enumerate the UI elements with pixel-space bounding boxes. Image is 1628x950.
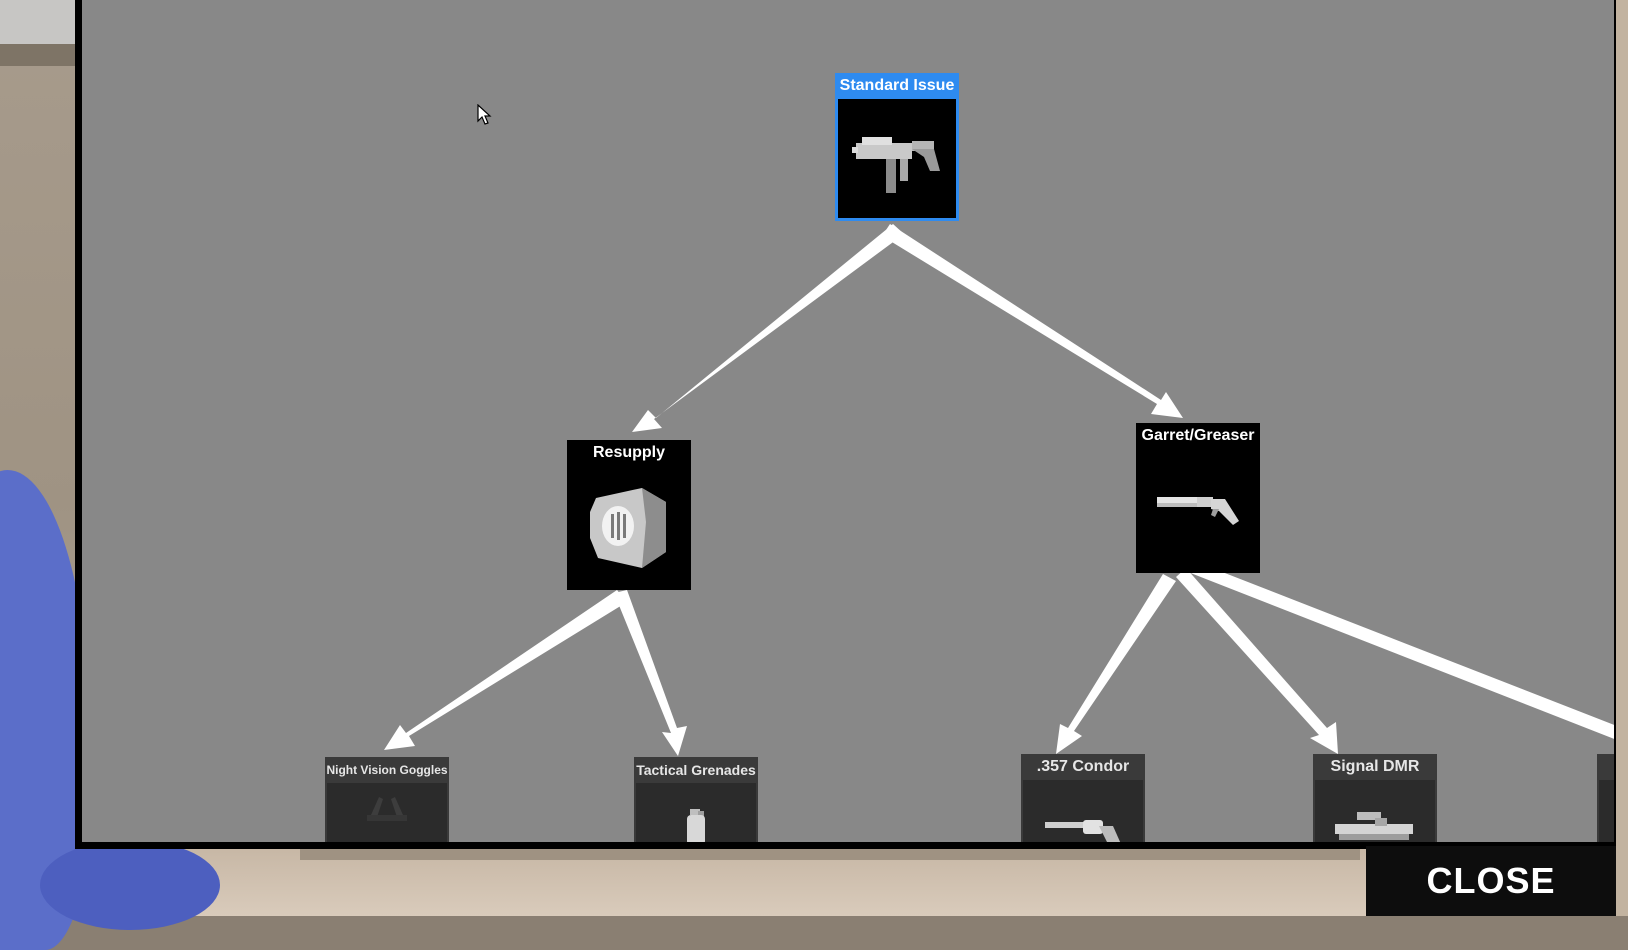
tree-node-thumbnail: [1023, 780, 1143, 842]
tree-node-signal-dmr[interactable]: Signal DMR: [1313, 754, 1437, 842]
background-shadow: [300, 848, 1360, 860]
tree-node-label: Garret/Greaser: [1141, 427, 1255, 444]
tree-node-offscreen[interactable]: [1597, 754, 1614, 842]
edge-garret-greaser-to-offscreen: [1188, 561, 1614, 739]
tree-node-resupply[interactable]: Resupply: [567, 440, 691, 590]
edge-resupply-to-tactical-grenades: [614, 590, 687, 756]
background-wall-edge: [1616, 0, 1628, 916]
background-window: [0, 0, 80, 44]
tree-node-label: Standard Issue: [839, 77, 955, 94]
tree-node-tactical-grenades[interactable]: Tactical Grenades: [634, 757, 758, 842]
unlock-tree-canvas[interactable]: Standard Issue Resupply: [82, 0, 1614, 842]
tree-node-label: Tactical Grenades: [636, 762, 756, 778]
tree-node-night-vision-goggles[interactable]: Night Vision Goggles: [325, 757, 449, 842]
tree-node-thumbnail: [838, 99, 956, 218]
background-ledge: [0, 44, 80, 66]
tree-node-standard-issue[interactable]: Standard Issue: [835, 73, 959, 221]
goggles-icon: [367, 797, 407, 821]
tree-node-garret-greaser[interactable]: Garret/Greaser: [1136, 423, 1260, 573]
smg-icon: [852, 136, 940, 193]
tree-node-label: .357 Condor: [1036, 758, 1130, 775]
shotgun-icon: [1157, 497, 1239, 525]
mouse-cursor-icon: [477, 104, 492, 125]
edge-garret-greaser-to-condor: [1056, 574, 1176, 754]
tree-edges: [384, 224, 1614, 756]
tree-node-thumbnail: [569, 466, 689, 588]
tree-node-357-condor[interactable]: .357 Condor: [1021, 754, 1145, 842]
revolver-icon: [1045, 820, 1121, 842]
tree-node-thumbnail: [327, 783, 447, 842]
tree-node-thumbnail: [1599, 780, 1614, 842]
tree-node-label: Signal DMR: [1330, 758, 1420, 775]
grenade-icon: [687, 809, 705, 842]
tree-node-thumbnail: [636, 783, 756, 842]
tree-node-label: [1597, 754, 1614, 780]
tree-node-label: Resupply: [592, 444, 665, 461]
unlock-tree-panel: Standard Issue Resupply: [75, 0, 1616, 849]
ammo-pack-icon: [590, 488, 666, 568]
tree-node-thumbnail: [1315, 780, 1435, 842]
background-character-foot: [40, 840, 220, 930]
tree-node-label: Night Vision Goggles: [326, 763, 448, 777]
edge-standard-issue-to-resupply: [632, 224, 904, 432]
tree-node-thumbnail: [1138, 449, 1258, 571]
rifle-icon: [1335, 812, 1413, 840]
edge-standard-issue-to-garret-greaser: [882, 224, 1183, 418]
close-button[interactable]: CLOSE: [1366, 846, 1616, 916]
edge-resupply-to-night-vision-goggles: [384, 590, 627, 750]
edge-garret-greaser-to-signal-dmr: [1176, 568, 1338, 754]
